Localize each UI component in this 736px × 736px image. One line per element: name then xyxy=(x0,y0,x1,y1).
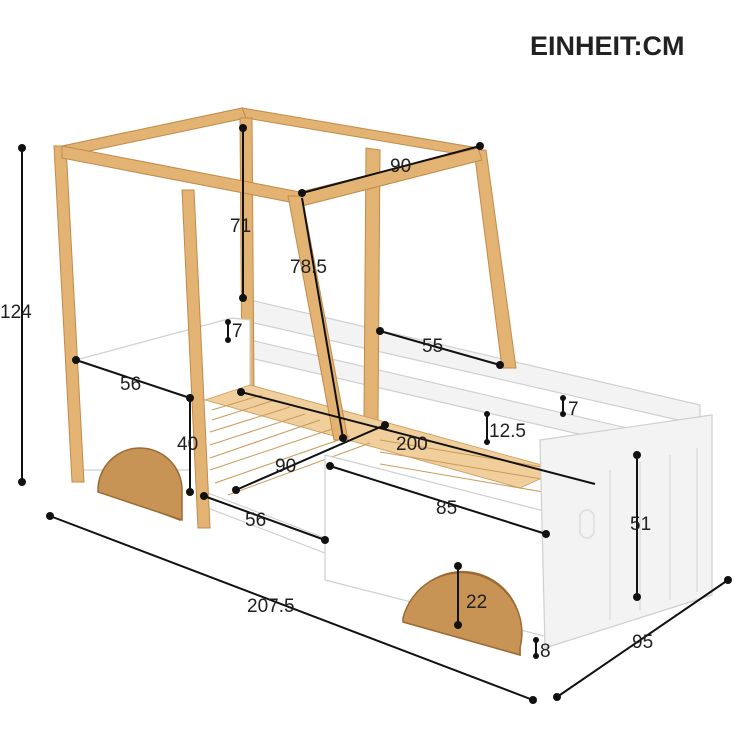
canopy-front-left-post xyxy=(53,145,85,483)
label-canopy-diagonal: 78.5 xyxy=(290,257,327,278)
unit-label: EINHEIT:CM xyxy=(530,31,685,61)
dimension-lines xyxy=(18,124,732,704)
label-floor-clearance: 8 xyxy=(540,641,551,662)
label-side-rail-gap: 7 xyxy=(568,399,579,420)
label-mattress-length: 200 xyxy=(396,434,428,455)
label-canopy-width: 90 xyxy=(390,156,411,177)
front-wheel-shape xyxy=(402,571,523,656)
label-top-rail-length: 55 xyxy=(422,336,443,357)
canopy-back-right-post xyxy=(473,149,517,369)
label-side-opening: 85 xyxy=(436,498,457,519)
bed-illustration xyxy=(53,107,713,656)
label-total-height: 124 xyxy=(0,302,32,323)
label-total-width: 95 xyxy=(632,632,653,653)
canopy-front-mid-post xyxy=(181,189,211,529)
label-end-height: 51 xyxy=(630,514,651,535)
bed-slats xyxy=(203,384,562,496)
label-rail-height: 12.5 xyxy=(489,421,526,442)
footboard-panel xyxy=(539,414,713,649)
label-canopy-height: 71 xyxy=(230,216,251,237)
canopy-back-beam xyxy=(241,107,483,159)
label-front-panel-width: 56 xyxy=(120,374,141,395)
canopy-left-beam xyxy=(61,107,247,157)
label-front-panel-height: 40 xyxy=(177,434,198,455)
label-mattress-width: 90 xyxy=(275,456,296,477)
dimension-labels: EINHEIT:CM 124 90 71 78.5 7 55 56 7 40 1… xyxy=(0,31,685,662)
canopy-front-beam xyxy=(61,145,301,205)
label-rail-gap: 7 xyxy=(232,321,243,342)
label-total-length: 207.5 xyxy=(247,596,295,617)
label-wheel-height: 22 xyxy=(466,592,487,613)
rear-wheel-shape xyxy=(97,447,183,522)
label-front-opening: 56 xyxy=(245,510,266,531)
